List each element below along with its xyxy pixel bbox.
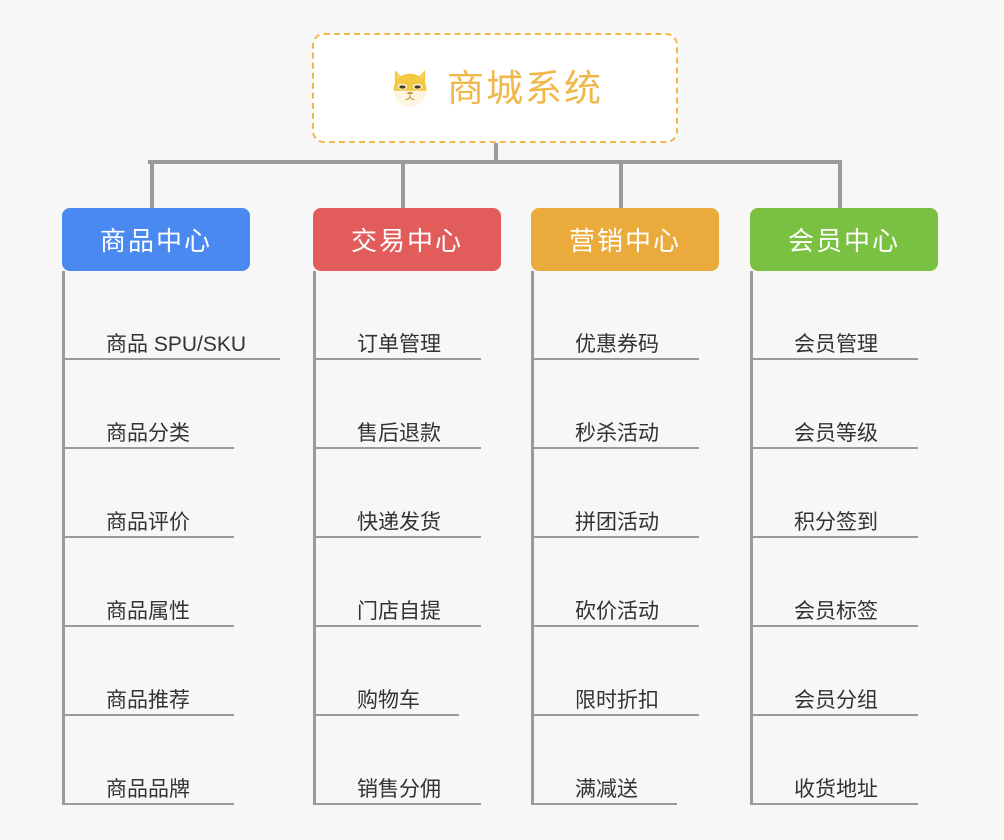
list-item-underline: [62, 358, 280, 360]
column-item-list: 商品 SPU/SKU 商品分类商品评价商品属性商品推荐商品品牌: [62, 271, 280, 805]
list-item-underline: [531, 803, 677, 805]
list-item-label: 商品评价: [106, 510, 190, 534]
column-drop-connector: [838, 163, 842, 208]
list-item-label: 售后退款: [357, 421, 441, 445]
category-box-0[interactable]: 商品中心: [62, 208, 250, 271]
list-item-underline: [313, 803, 481, 805]
list-item-underline: [313, 536, 481, 538]
category-label: 营销中心: [568, 226, 681, 256]
column-drop-connector: [401, 163, 405, 208]
horizontal-bus-connector: [148, 160, 842, 164]
list-item-underline: [531, 447, 699, 449]
list-item-underline: [313, 447, 481, 449]
list-item[interactable]: 售后退款: [313, 360, 481, 449]
column-spine: [531, 271, 534, 805]
list-item-label: 快递发货: [357, 510, 441, 534]
list-item[interactable]: 购物车: [313, 627, 459, 716]
list-item[interactable]: 收货地址: [750, 716, 918, 805]
list-item-underline: [62, 447, 234, 449]
list-item[interactable]: 商品分类: [62, 360, 246, 449]
column-drop-connector: [150, 163, 154, 208]
list-item-underline: [62, 625, 234, 627]
column-item-list: 会员管理会员等级积分签到会员标签会员分组收货地址: [750, 271, 918, 805]
list-item-label: 商品分类: [106, 421, 190, 445]
list-item-label: 商品推荐: [106, 688, 190, 712]
column-item-list: 订单管理售后退款快递发货门店自提购物车销售分佣: [313, 271, 481, 805]
list-item-underline: [62, 714, 234, 716]
list-item[interactable]: 商品评价: [62, 449, 246, 538]
column-drop-connector: [619, 163, 623, 208]
list-item[interactable]: 订单管理: [313, 271, 481, 360]
column-spine: [313, 271, 316, 805]
list-item-underline: [62, 803, 234, 805]
category-label: 交易中心: [350, 226, 463, 256]
list-item[interactable]: 满减送: [531, 716, 677, 805]
list-item[interactable]: 商品推荐: [62, 627, 246, 716]
list-item-label: 限时折扣: [575, 688, 659, 712]
list-item-label: 订单管理: [357, 332, 441, 356]
list-item-label: 砍价活动: [575, 599, 659, 623]
category-box-3[interactable]: 会员中心: [750, 208, 938, 271]
list-item[interactable]: 门店自提: [313, 538, 481, 627]
category-label: 商品中心: [99, 226, 212, 256]
column-item-list: 优惠券码秒杀活动拼团活动砍价活动限时折扣满减送: [531, 271, 699, 805]
list-item-label: 拼团活动: [575, 510, 659, 534]
list-item-underline: [750, 358, 918, 360]
list-item-label: 购物车: [357, 688, 420, 712]
list-item-label: 会员等级: [794, 421, 878, 445]
list-item-label: 会员管理: [794, 332, 878, 356]
list-item[interactable]: 商品品牌: [62, 716, 246, 805]
column-spine: [750, 271, 753, 805]
list-item-label: 秒杀活动: [575, 421, 659, 445]
list-item-label: 门店自提: [357, 599, 441, 623]
list-item[interactable]: 商品属性: [62, 538, 246, 627]
list-item[interactable]: 秒杀活动: [531, 360, 699, 449]
list-item[interactable]: 限时折扣: [531, 627, 699, 716]
root-node[interactable]: 商城系统: [312, 33, 678, 143]
list-item[interactable]: 会员标签: [750, 538, 918, 627]
list-item[interactable]: 砍价活动: [531, 538, 699, 627]
list-item[interactable]: 快递发货: [313, 449, 481, 538]
list-item-underline: [750, 803, 918, 805]
category-box-2[interactable]: 营销中心: [531, 208, 719, 271]
list-item-underline: [750, 447, 918, 449]
list-item[interactable]: 会员分组: [750, 627, 918, 716]
list-item-underline: [313, 625, 481, 627]
list-item-label: 销售分佣: [357, 777, 441, 801]
list-item-underline: [750, 625, 918, 627]
list-item-label: 商品 SPU/SKU: [106, 332, 247, 356]
root-title: 商城系统: [447, 67, 603, 109]
list-item[interactable]: 销售分佣: [313, 716, 481, 805]
category-box-1[interactable]: 交易中心: [313, 208, 501, 271]
list-item-underline: [750, 536, 918, 538]
list-item-underline: [313, 714, 459, 716]
list-item-underline: [62, 536, 234, 538]
list-item[interactable]: 积分签到: [750, 449, 918, 538]
list-item-label: 收货地址: [794, 777, 878, 801]
list-item-label: 会员分组: [794, 688, 878, 712]
list-item-underline: [531, 358, 699, 360]
list-item[interactable]: 商品 SPU/SKU: [62, 271, 280, 360]
list-item-underline: [313, 358, 481, 360]
list-item-underline: [531, 536, 699, 538]
list-item[interactable]: 优惠券码: [531, 271, 699, 360]
list-item-underline: [750, 714, 918, 716]
list-item[interactable]: 会员等级: [750, 360, 918, 449]
list-item-underline: [531, 625, 699, 627]
list-item-label: 积分签到: [794, 510, 878, 534]
list-item-underline: [531, 714, 699, 716]
shiba-dog-face-icon: [387, 66, 433, 110]
category-label: 会员中心: [787, 226, 900, 256]
list-item-label: 会员标签: [794, 599, 878, 623]
list-item[interactable]: 会员管理: [750, 271, 918, 360]
list-item-label: 优惠券码: [575, 332, 659, 356]
column-spine: [62, 271, 65, 805]
list-item-label: 商品属性: [106, 599, 190, 623]
list-item[interactable]: 拼团活动: [531, 449, 699, 538]
list-item-label: 商品品牌: [106, 777, 190, 801]
root-stem-connector: [494, 143, 498, 163]
list-item-label: 满减送: [575, 777, 638, 801]
